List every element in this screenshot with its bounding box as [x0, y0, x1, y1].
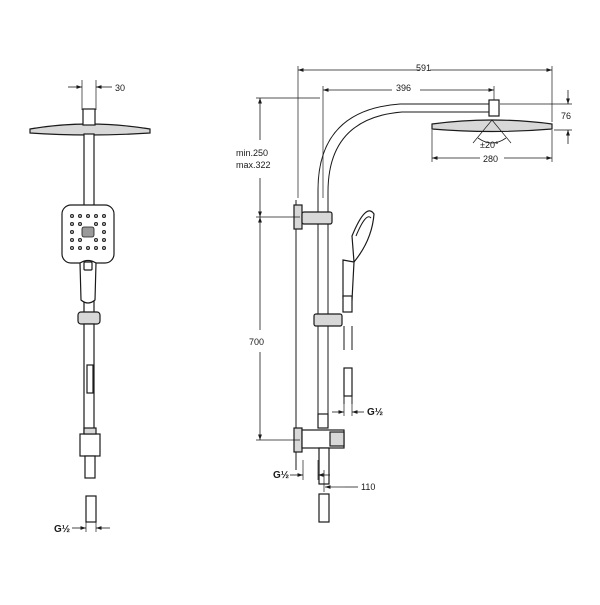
front-inlet-pipe	[84, 455, 96, 479]
label-wall-inlet-thread: G½	[273, 470, 289, 481]
head-joint	[488, 99, 500, 117]
dim-front-inlet: G½	[54, 520, 110, 535]
label-overall-reach: 591	[416, 63, 431, 73]
dim-head-height: 76	[500, 90, 572, 144]
front-hose-nut	[86, 364, 94, 394]
label-tilt-angle: ±20°	[480, 140, 499, 150]
side-hose-nut	[343, 367, 353, 397]
dim-bracket-offset: 110	[323, 470, 375, 492]
side-slider	[313, 313, 343, 327]
label-head-height: 76	[561, 111, 571, 121]
front-diverter	[79, 433, 101, 457]
side-view: ±20° 591	[236, 63, 572, 523]
label-head-thickness: 30	[115, 83, 125, 93]
front-view: 30 G½	[29, 80, 151, 535]
dim-arm-reach: 396	[322, 83, 495, 198]
front-slider	[77, 311, 101, 325]
side-wall-fitting	[318, 493, 330, 523]
label-front-inlet-thread: G½	[54, 524, 70, 535]
dim-overall-reach: 591	[297, 63, 553, 198]
label-height-max: max.322	[236, 160, 271, 170]
front-hand-shower	[61, 204, 115, 304]
shower-arm-outer	[317, 103, 493, 415]
side-hand-shower	[342, 210, 375, 313]
label-hose-thread: G½	[367, 407, 383, 418]
upper-rail-clamp	[301, 211, 333, 225]
dim-rail-length: 700	[249, 217, 300, 441]
label-height-min: min.250	[236, 148, 268, 158]
shower-arm-inner	[327, 111, 493, 415]
spray-nozzles	[70, 213, 107, 250]
label-rail-length: 700	[249, 337, 264, 347]
label-bracket-offset: 110	[361, 482, 375, 492]
dim-head-thickness: 30	[68, 80, 125, 110]
tilt-indicator: ±20°	[472, 119, 512, 150]
label-head-diameter: 280	[483, 154, 498, 164]
lower-rail	[317, 413, 329, 429]
front-head-mount	[82, 108, 96, 126]
front-wall-fitting	[85, 495, 97, 523]
dim-head-height-range: min.250 max.322	[236, 97, 320, 218]
front-shower-head	[29, 123, 151, 136]
label-arm-reach: 396	[396, 83, 411, 93]
dim-hose-connection: G½	[332, 400, 383, 418]
side-hose	[343, 326, 353, 350]
dim-head-diameter: 280	[431, 130, 553, 164]
side-shower-head	[431, 119, 553, 133]
